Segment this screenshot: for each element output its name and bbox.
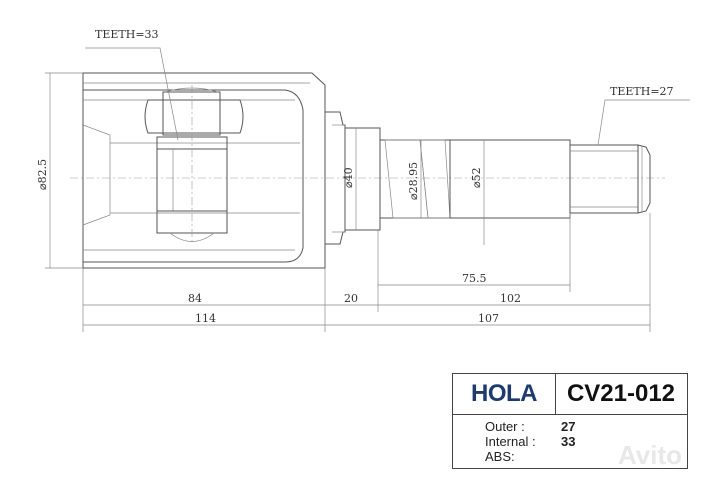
spec-value: 27 (561, 419, 576, 434)
spec-value: 33 (561, 434, 576, 449)
brand-logo: HOLA (453, 374, 556, 415)
dim-75-5: 75.5 (462, 272, 487, 285)
dia-flange-label: ⌀40 (342, 167, 355, 188)
tripod-roller (144, 85, 244, 245)
spec-label: Internal : (485, 434, 536, 449)
part-number: CV21-012 (555, 374, 687, 415)
teeth-leaders (85, 47, 690, 146)
flange (324, 111, 346, 245)
spec-label: Outer : (485, 419, 525, 434)
spec-row-internal: Internal : 33 (485, 434, 575, 449)
spec-label: ABS: (485, 449, 515, 464)
shaft (344, 127, 651, 231)
dia-spline-label: ⌀28.95 (407, 162, 420, 200)
dim-114: 114 (195, 312, 216, 325)
dia-housing-label: ⌀82.5 (36, 159, 49, 190)
dim-107: 107 (478, 312, 499, 325)
dim-84: 84 (188, 292, 202, 305)
diameter-dimensions (45, 72, 485, 269)
dia-shaft-label: ⌀52 (470, 167, 483, 188)
dim-20: 20 (344, 292, 358, 305)
dim-102: 102 (500, 292, 521, 305)
length-dimensions (82, 213, 651, 332)
teeth-inner-label: TEETH=33 (95, 28, 159, 41)
watermark: Avito (618, 440, 683, 470)
spec-row-abs: ABS: (485, 449, 515, 464)
spec-row-outer: Outer : 27 (485, 419, 575, 434)
spec-table: HOLA CV21-012 Outer : 27 Internal : 33 A… (452, 373, 688, 469)
teeth-outer-label: TEETH=27 (610, 85, 674, 98)
